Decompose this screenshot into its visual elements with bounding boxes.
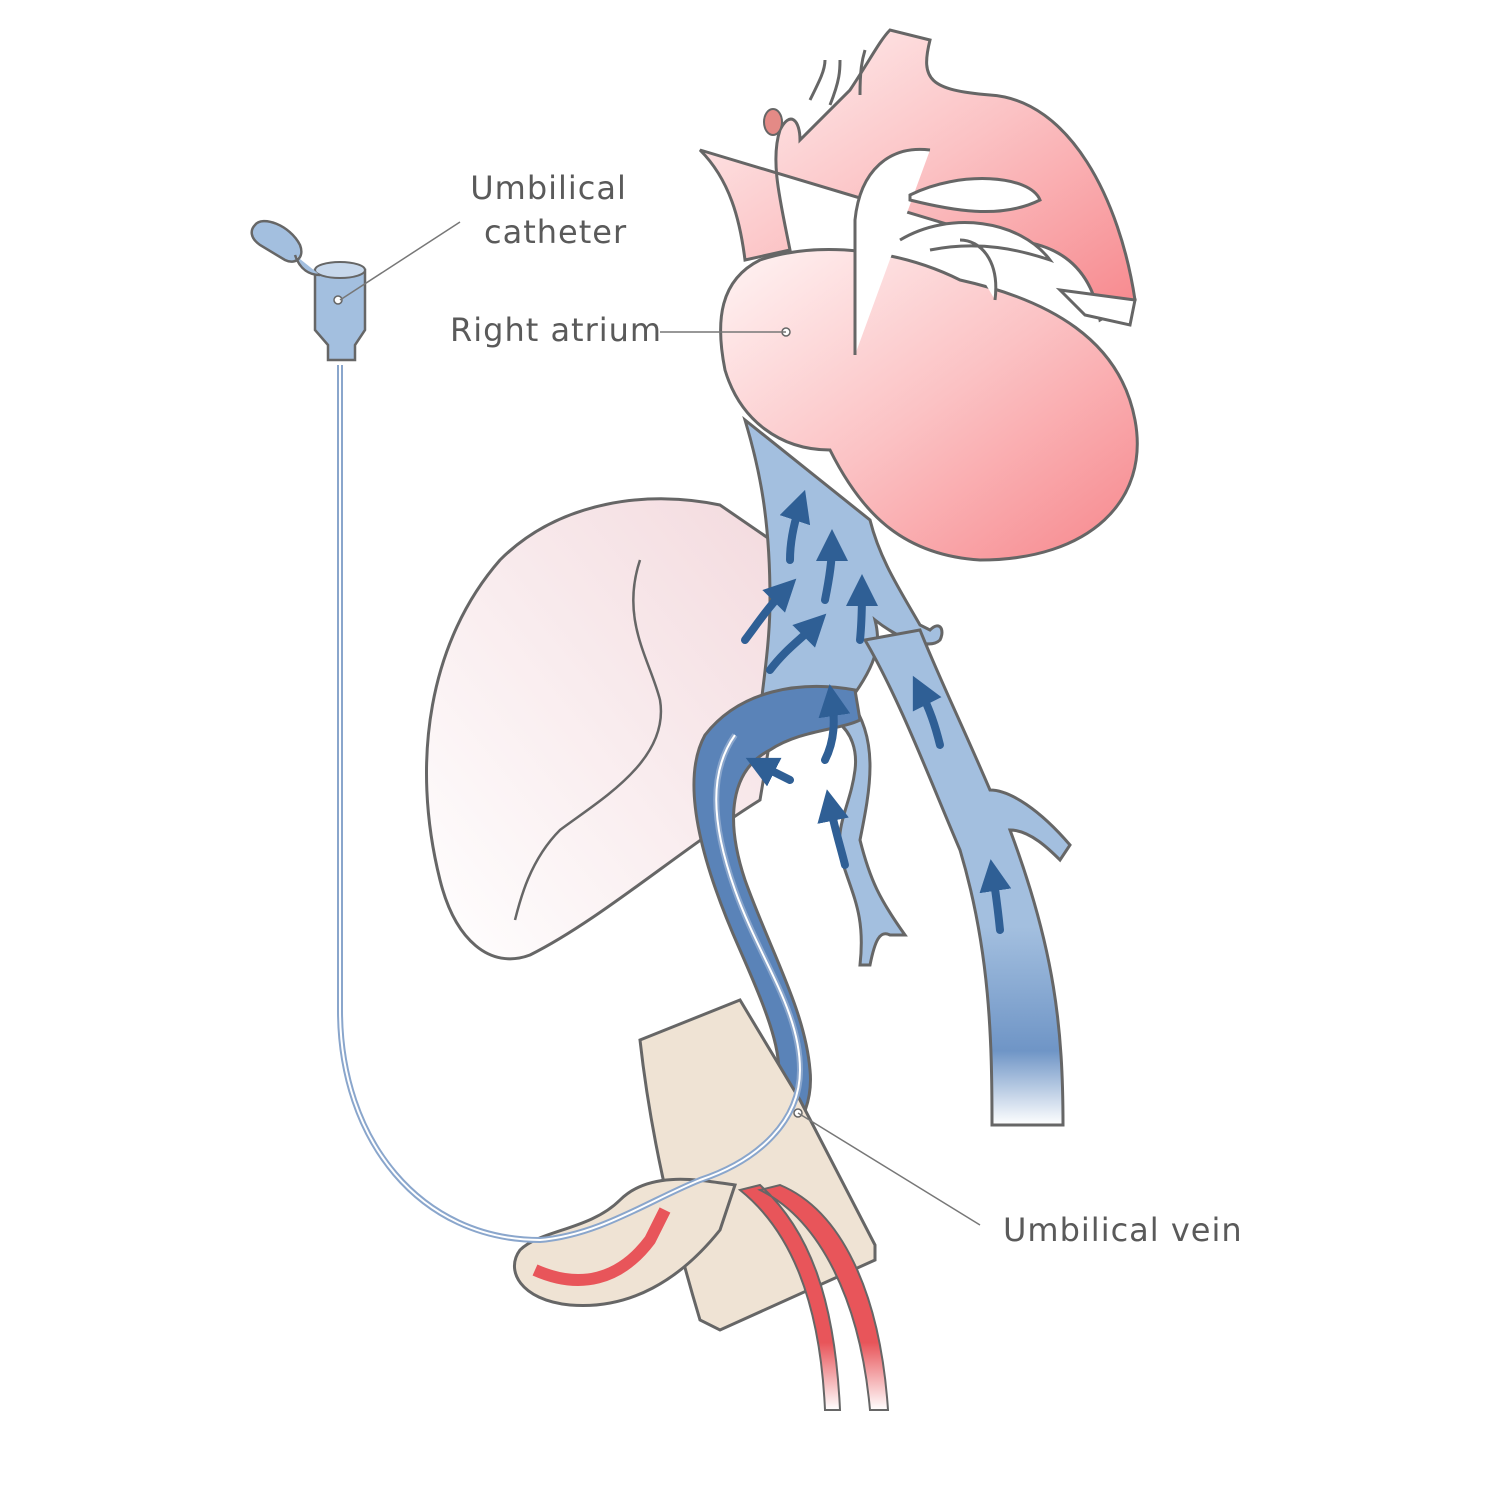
blood-flow-arrows <box>741 489 1012 934</box>
portal-vein-branch <box>779 698 908 967</box>
vein-leader-line <box>797 1112 981 1226</box>
neck-vessels <box>808 49 867 106</box>
catheter-tube-highlight <box>339 365 802 1242</box>
vessel-opening <box>763 108 783 136</box>
catheter-pointer-dot <box>333 295 343 305</box>
descending-vena-cava <box>862 628 1072 1127</box>
label-umbilical-vein: Umbilical vein <box>1003 1211 1243 1249</box>
label-umbilical-catheter-line1: Umbilical <box>470 169 627 207</box>
heart-detail <box>853 147 1137 355</box>
catheter-leader-line <box>339 221 461 301</box>
catheter-cap[interactable] <box>250 219 321 277</box>
heart <box>719 248 1139 562</box>
umbilical-arteries <box>737 1183 890 1411</box>
catheter-hub-opening <box>314 261 366 279</box>
liver <box>425 497 802 961</box>
catheter-hub[interactable] <box>313 268 367 362</box>
label-umbilical-catheter-line2: catheter <box>484 213 628 251</box>
cord-artery-loop <box>532 1207 671 1286</box>
label-right-atrium: Right atrium <box>450 311 663 349</box>
label-umbilical-catheter: Umbilical catheter <box>470 166 627 254</box>
liver-fissure <box>513 559 663 921</box>
